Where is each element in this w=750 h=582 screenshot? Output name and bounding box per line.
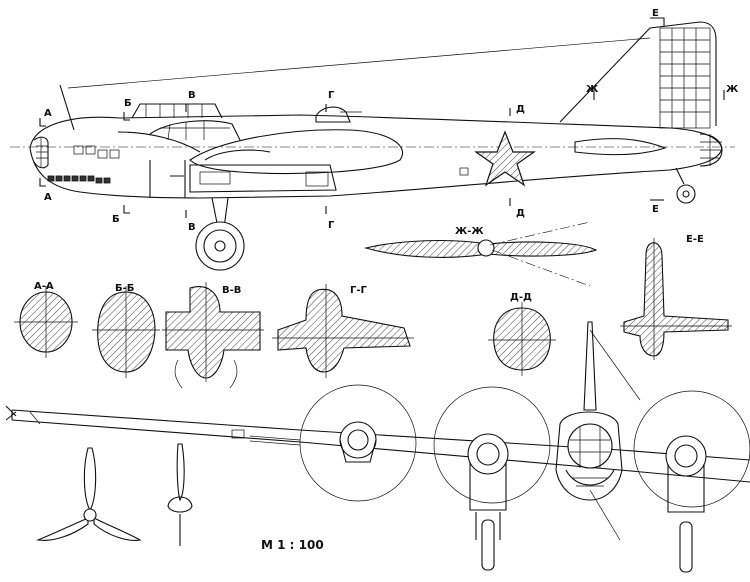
propeller-side	[167, 443, 193, 546]
label-a-top: А	[44, 108, 52, 119]
red-star-icon	[474, 130, 536, 187]
section-a-a	[14, 286, 78, 358]
section-g-g	[272, 284, 414, 378]
section-title-e: Е-Е	[686, 234, 704, 245]
tail-fin	[559, 21, 717, 126]
label-a-bottom: А	[44, 192, 52, 203]
label-zh-left: Ж	[586, 84, 599, 95]
side-view	[10, 21, 735, 271]
label-d-top: Д	[516, 104, 525, 115]
propeller-disc-1	[299, 384, 417, 502]
section-d-d	[488, 302, 556, 376]
propeller-disc-2	[433, 386, 551, 504]
section-title-b: Б-Б	[115, 283, 134, 294]
section-zh-zh	[363, 221, 598, 287]
label-e-bottom: Е	[652, 204, 659, 215]
label-g-bottom: Г	[328, 220, 335, 231]
label-b-bottom: Б	[112, 214, 120, 225]
scale-label: М 1 : 100	[261, 538, 324, 552]
propeller-front	[35, 447, 142, 541]
label-v-bottom: В	[188, 222, 196, 233]
section-title-g: Г-Г	[350, 285, 368, 296]
section-title-v: В-В	[222, 285, 241, 296]
wing-root	[189, 129, 404, 175]
section-e-e	[620, 238, 732, 360]
section-v-v	[162, 282, 264, 389]
section-title-a: А-А	[34, 281, 54, 292]
propeller-disc-3	[633, 390, 750, 508]
label-e-top: Е	[652, 8, 659, 19]
label-v-top: В	[188, 90, 196, 101]
fuselage-outline	[29, 114, 723, 199]
section-b-b	[92, 286, 160, 378]
label-zh-right: Ж	[726, 84, 739, 95]
label-g-top: Г	[328, 90, 335, 101]
label-b-top: Б	[124, 98, 132, 109]
front-view	[299, 321, 750, 573]
section-markers	[39, 17, 725, 218]
section-title-zh: Ж-Ж	[455, 226, 484, 237]
section-title-d: Д-Д	[510, 292, 532, 303]
label-d-bottom: Д	[516, 208, 525, 219]
